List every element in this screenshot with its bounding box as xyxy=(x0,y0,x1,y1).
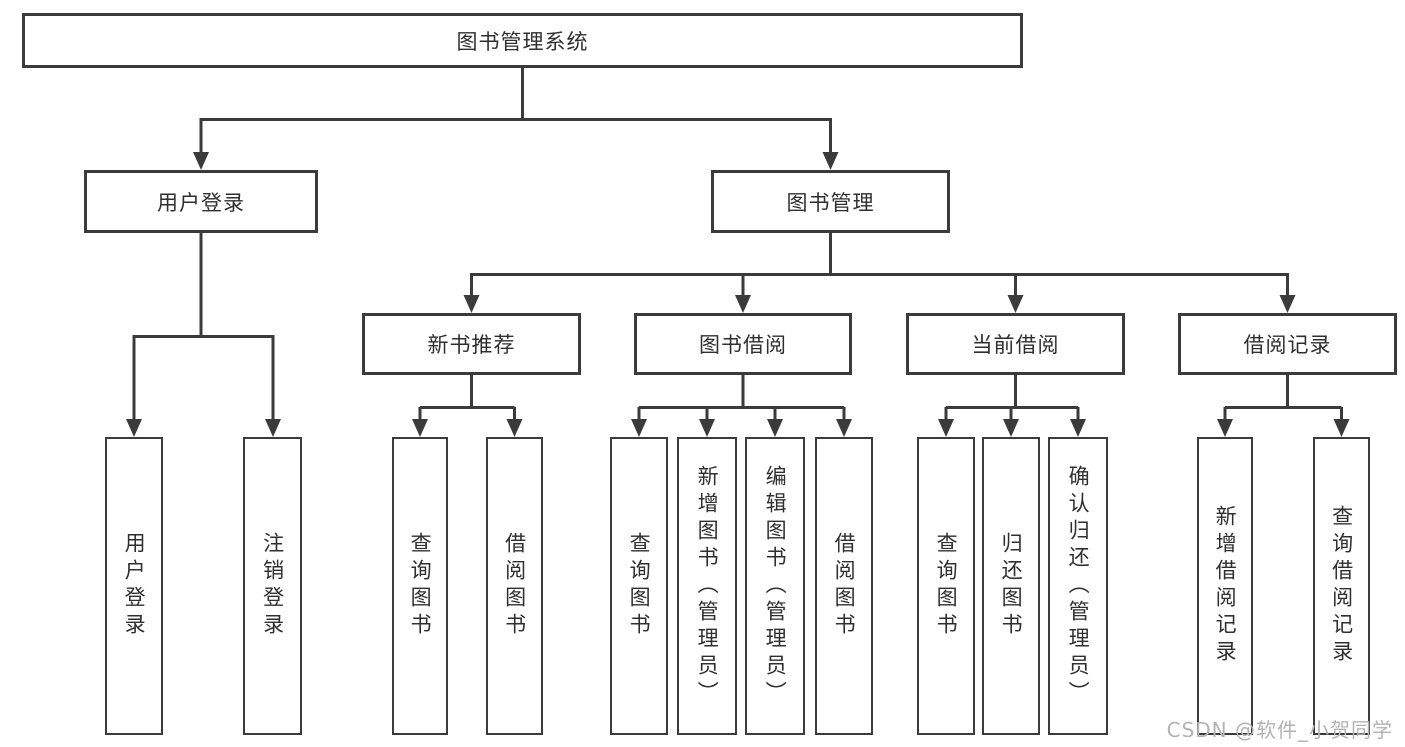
node-label: 注销登录 xyxy=(260,532,285,640)
node-label: 确认归还（管理员） xyxy=(1066,464,1091,708)
arrowhead-icon xyxy=(1003,419,1019,437)
arrowhead-icon xyxy=(1070,419,1086,437)
connector-book-borrow-subtree xyxy=(637,375,846,420)
connector-user-login-subtree xyxy=(132,233,275,420)
arrowhead-icon xyxy=(631,419,647,437)
watermark: CSDN @软件_小贺同学 xyxy=(1166,718,1393,742)
arrowhead-icon xyxy=(822,152,839,170)
node-new-book-recommend: 新书推荐 xyxy=(362,313,581,375)
arrowhead-icon xyxy=(463,295,480,313)
node-label: 查询图书 xyxy=(627,532,652,640)
arrowhead-icon xyxy=(1333,419,1350,437)
arrowhead-icon xyxy=(126,419,142,437)
node-label: 归还图书 xyxy=(999,532,1024,640)
node-book-borrow: 图书借阅 xyxy=(634,313,852,375)
node-borrow-books-recommend: 借阅图书 xyxy=(486,437,543,735)
node-label: 新增图书（管理员） xyxy=(695,464,720,708)
node-label: 编辑图书（管理员） xyxy=(763,464,788,708)
arrowhead-icon xyxy=(1279,295,1296,313)
node-label: 借阅图书 xyxy=(502,532,527,640)
connector-borrow-record-subtree xyxy=(1223,375,1343,420)
node-query-borrow-record: 查询借阅记录 xyxy=(1313,437,1370,735)
node-label: 新增借阅记录 xyxy=(1213,505,1238,667)
node-borrow-records: 借阅记录 xyxy=(1178,313,1397,375)
node-user-login-action: 用户登录 xyxy=(105,437,163,735)
arrowhead-icon xyxy=(506,419,523,437)
connector-new-book-subtree xyxy=(418,375,516,420)
connector-book-management-subtree xyxy=(470,233,1289,296)
node-book-management: 图书管理 xyxy=(711,170,950,233)
node-query-books-recommend: 查询图书 xyxy=(392,437,448,735)
node-logout: 注销登录 xyxy=(243,437,302,735)
arrowhead-icon xyxy=(735,295,751,313)
node-add-borrow-record: 新增借阅记录 xyxy=(1197,437,1253,735)
node-label: 查询借阅记录 xyxy=(1329,505,1354,667)
node-add-books-admin: 新增图书（管理员） xyxy=(677,437,737,735)
arrowhead-icon xyxy=(767,419,783,437)
arrowhead-icon xyxy=(1007,295,1024,313)
arrowhead-icon xyxy=(412,419,428,437)
arrowhead-icon xyxy=(193,152,209,170)
node-query-books-borrow: 查询图书 xyxy=(610,437,668,735)
node-label: 用户登录 xyxy=(122,532,147,640)
node-query-books-current: 查询图书 xyxy=(917,437,975,735)
connector-root-to-level2 xyxy=(199,68,832,153)
arrowhead-icon xyxy=(836,419,852,437)
node-return-books: 归还图书 xyxy=(982,437,1040,735)
node-current-borrow: 当前借阅 xyxy=(906,313,1125,375)
node-label: 查询图书 xyxy=(408,532,433,640)
arrowhead-icon xyxy=(265,419,281,437)
node-confirm-return-admin: 确认归还（管理员） xyxy=(1048,437,1108,735)
arrowhead-icon xyxy=(1217,419,1233,437)
connector-current-borrow-subtree xyxy=(944,375,1080,420)
node-user-login: 用户登录 xyxy=(84,170,318,233)
node-edit-books-admin: 编辑图书（管理员） xyxy=(745,437,805,735)
node-borrow-books: 借阅图书 xyxy=(815,437,873,735)
node-label: 查询图书 xyxy=(934,532,959,640)
arrowhead-icon xyxy=(699,419,715,437)
node-label: 借阅图书 xyxy=(832,532,857,640)
arrowhead-icon xyxy=(938,419,954,437)
node-root: 图书管理系统 xyxy=(22,13,1023,68)
